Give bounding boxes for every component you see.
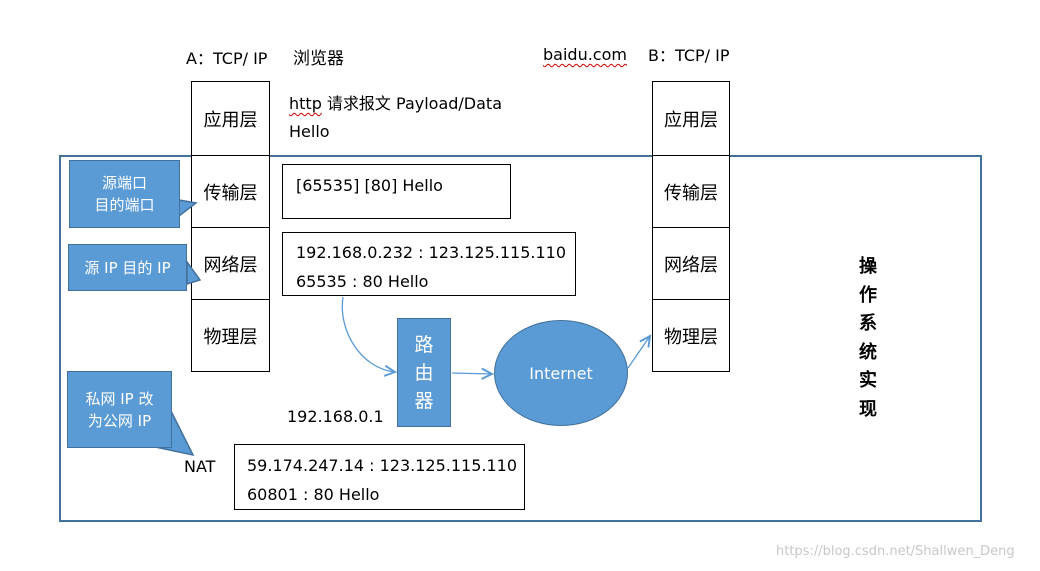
os-char-5: 实 <box>859 370 877 391</box>
router-char-3: 器 <box>414 389 434 412</box>
gateway-ip: 192.168.0.1 <box>287 407 384 426</box>
network-packet-port-line: 65535 : 80 Hello <box>296 272 429 291</box>
nat-packet-box: 59.174.247.14 : 123.125.115.110 60801 : … <box>234 444 525 510</box>
ports-callout-tail <box>178 199 198 218</box>
ip-callout: 源 IP 目的 IP <box>68 244 187 291</box>
nat-callout-line1: 私网 IP 改 <box>85 389 154 408</box>
ip-callout-tail <box>186 259 202 286</box>
host-b-network-layer: 网络层 <box>652 227 730 300</box>
router-char-1: 路 <box>414 333 434 356</box>
os-char-4: 统 <box>859 341 877 363</box>
internet-label: Internet <box>529 363 593 383</box>
domain-label: baidu.com <box>543 45 627 64</box>
network-packet-ip-line: 192.168.0.232 : 123.125.115.110 <box>296 243 567 262</box>
nat-callout-line2: 为公网 IP <box>87 411 152 430</box>
host-a-transport-layer: 传输层 <box>191 155 270 228</box>
ports-callout-line2: 目的端口 <box>94 196 155 214</box>
router: 路 由 器 <box>397 318 451 427</box>
host-b-title: B：TCP/ IP <box>648 46 730 65</box>
host-a-physical-layer: 物理层 <box>191 299 270 372</box>
host-b-application-layer: 应用层 <box>652 81 730 156</box>
host-a-network-layer: 网络层 <box>191 227 270 300</box>
ip-callout-line1: 源 IP 目的 IP <box>84 258 171 277</box>
network-to-router-arrow <box>341 296 395 372</box>
http-payload-hello: Hello <box>289 122 330 141</box>
transport-segment-text: [65535] [80] Hello <box>296 176 443 195</box>
nat-callout: 私网 IP 改 为公网 IP <box>67 371 172 448</box>
router-to-internet-arrow <box>451 373 492 374</box>
host-a-application-layer: 应用层 <box>191 81 270 156</box>
os-implementation-frame <box>59 155 982 522</box>
http-keyword: http <box>289 94 322 113</box>
host-b-transport-layer: 传输层 <box>652 155 730 228</box>
os-char-6: 现 <box>859 398 877 420</box>
nat-packet-ip-line: 59.174.247.14 : 123.125.115.110 <box>247 456 518 475</box>
watermark: https://blog.csdn.net/Shallwen_Deng <box>776 544 1015 559</box>
http-request-line: http 请求报文 Payload/Data <box>289 94 502 114</box>
ports-callout-line1: 源端口 <box>101 174 147 192</box>
transport-segment-box: [65535] [80] Hello <box>282 164 511 219</box>
nat-packet-port-line: 60801 : 80 Hello <box>247 485 380 504</box>
os-char-2: 作 <box>859 284 877 306</box>
network-packet-box: 192.168.0.232 : 123.125.115.110 65535 : … <box>282 232 576 296</box>
router-char-2: 由 <box>414 361 434 384</box>
host-b-physical-layer: 物理层 <box>652 299 730 372</box>
internet-ellipse: Internet <box>494 320 628 426</box>
internet-to-host-b-arrow <box>627 336 650 369</box>
http-request-rest: 请求报文 Payload/Data <box>321 94 503 113</box>
nat-label: NAT <box>184 457 216 476</box>
browser-label: 浏览器 <box>293 49 344 69</box>
os-char-1: 操 <box>859 256 877 277</box>
os-char-3: 系 <box>859 313 877 334</box>
host-a-title: A：TCP/ IP <box>186 49 268 68</box>
os-implementation-label: 操 作 系 统 实 现 <box>856 253 880 424</box>
ports-callout: 源端口 目的端口 <box>69 160 180 228</box>
